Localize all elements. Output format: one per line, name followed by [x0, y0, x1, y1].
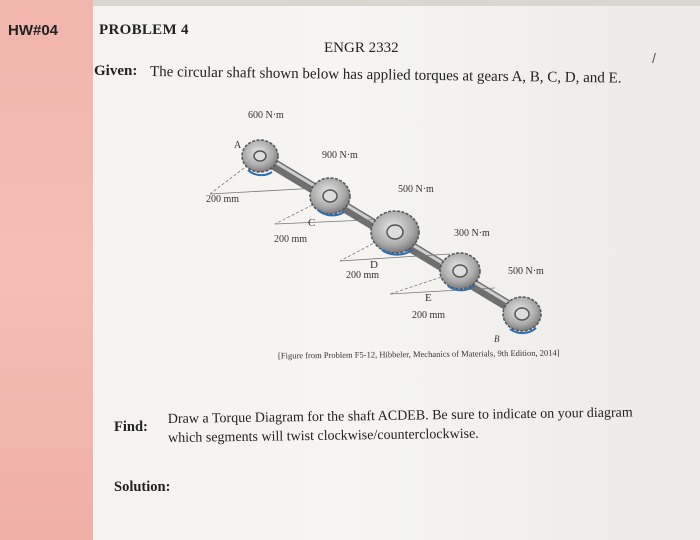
- torque-e: 300 N·m: [454, 228, 490, 239]
- gear-e: [439, 252, 481, 290]
- find-text: Draw a Torque Diagram for the shaft ACDE…: [167, 405, 633, 446]
- label-e: E: [425, 292, 432, 304]
- homework-number: HW#04: [8, 22, 59, 39]
- gear-a: [241, 139, 279, 173]
- course-code: ENGR 2332: [324, 40, 399, 56]
- dim-cd: 200 mm: [274, 234, 307, 245]
- gear-d: [370, 210, 420, 254]
- dim-eb: 200 mm: [412, 310, 445, 321]
- dim-de: 200 mm: [346, 270, 379, 281]
- torque-a: 600 N·m: [248, 110, 284, 121]
- problem-title: PROBLEM 4: [99, 22, 189, 38]
- torque-b: 500 N·m: [508, 266, 544, 277]
- gear-b: [502, 296, 542, 332]
- given-text: The circular shaft shown below has appli…: [149, 64, 622, 87]
- given-label: Given:: [94, 63, 138, 79]
- label-b: B: [494, 334, 500, 344]
- pink-margin-band: [0, 0, 93, 540]
- torque-c: 900 N·m: [322, 150, 358, 161]
- gear-c: [309, 177, 351, 215]
- dim-ac: 200 mm: [206, 194, 239, 205]
- label-c: C: [308, 217, 315, 229]
- find-label: Find:: [114, 419, 148, 435]
- label-d: D: [370, 259, 378, 271]
- torque-d: 500 N·m: [398, 184, 434, 195]
- page-top-edge: [0, 0, 700, 6]
- shaft-figure: 600 N·m 900 N·m 500 N·m 300 N·m 500 N·m …: [206, 110, 544, 344]
- torque-arrows: [247, 169, 537, 335]
- label-a: A: [234, 140, 242, 151]
- pen-mark: /: [652, 50, 656, 66]
- solution-label: Solution:: [114, 479, 171, 495]
